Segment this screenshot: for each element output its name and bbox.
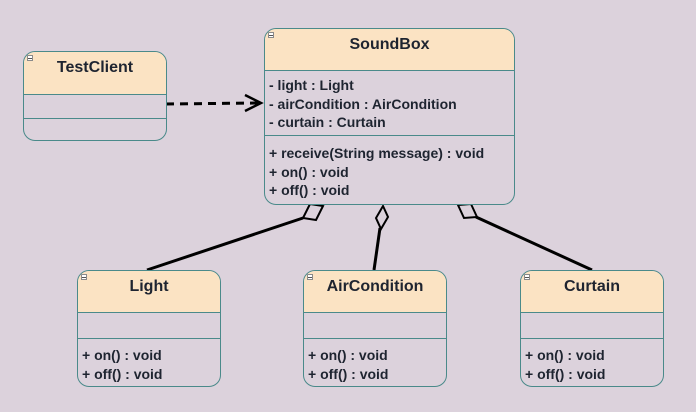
- class-curtain-header: Curtain: [521, 271, 663, 313]
- aggregation-line-curtain: [475, 215, 593, 272]
- aggregation-line-light: [146, 216, 304, 272]
- class-testclient-header: TestClient: [24, 52, 166, 95]
- aggregation-diamond-curtain: [456, 202, 479, 220]
- operation-off: + off() : void: [82, 365, 163, 382]
- class-aircondition[interactable]: AirCondition + on() : void + off() : voi…: [303, 270, 447, 387]
- class-curtain-attributes: [521, 313, 663, 339]
- class-light[interactable]: Light + on() : void + off() : void: [77, 270, 221, 387]
- class-light-attributes: [78, 313, 220, 339]
- class-curtain-operations: + on() : void + off() : void: [521, 339, 663, 386]
- class-light-header: Light: [78, 271, 220, 313]
- attribute-light: - light : Light: [269, 77, 354, 93]
- class-soundbox-name: SoundBox: [349, 36, 430, 53]
- collapse-icon[interactable]: [81, 274, 87, 280]
- class-testclient-name: TestClient: [56, 59, 134, 76]
- class-testclient[interactable]: TestClient: [23, 51, 167, 141]
- aggregation-diamond-light: [301, 202, 325, 222]
- aggregation-diamond-aircondition: [374, 203, 390, 232]
- class-testclient-attributes: [24, 95, 166, 119]
- collapse-icon[interactable]: [268, 32, 274, 38]
- operation-off: + off() : void: [525, 365, 606, 382]
- collapse-icon[interactable]: [524, 274, 530, 280]
- operation-off: + off() : void: [308, 365, 389, 382]
- attribute-aircondition: - airCondition : AirCondition: [269, 95, 457, 112]
- class-soundbox-header: SoundBox: [265, 29, 514, 71]
- class-soundbox[interactable]: SoundBox - light : Light - airCondition …: [264, 28, 515, 205]
- class-aircondition-name: AirCondition: [326, 278, 424, 295]
- class-light-operations: + on() : void + off() : void: [78, 339, 220, 386]
- collapse-icon[interactable]: [307, 274, 313, 280]
- class-soundbox-operations: + receive(String message) : void + on() …: [265, 136, 514, 204]
- class-curtain[interactable]: Curtain + on() : void + off() : void: [520, 270, 664, 387]
- attribute-curtain: - curtain : Curtain: [269, 114, 386, 130]
- operation-off: + off() : void: [269, 182, 350, 198]
- operation-on: + on() : void: [308, 347, 388, 363]
- class-aircondition-header: AirCondition: [304, 271, 446, 313]
- operation-on: + on() : void: [82, 347, 162, 363]
- class-aircondition-operations: + on() : void + off() : void: [304, 339, 446, 386]
- class-soundbox-attributes: - light : Light - airCondition : AirCond…: [265, 71, 514, 136]
- class-curtain-name: Curtain: [564, 278, 620, 295]
- operation-receive: + receive(String message) : void: [269, 145, 485, 161]
- class-aircondition-attributes: [304, 313, 446, 339]
- operation-on: + on() : void: [269, 163, 349, 180]
- class-light-name: Light: [129, 278, 169, 295]
- class-testclient-operations: [24, 119, 166, 140]
- dependency-line: [165, 101, 259, 106]
- dependency-arrowhead: [244, 93, 264, 113]
- collapse-icon[interactable]: [27, 55, 33, 61]
- operation-on: + on() : void: [525, 347, 605, 363]
- aggregation-line-aircondition: [372, 227, 382, 271]
